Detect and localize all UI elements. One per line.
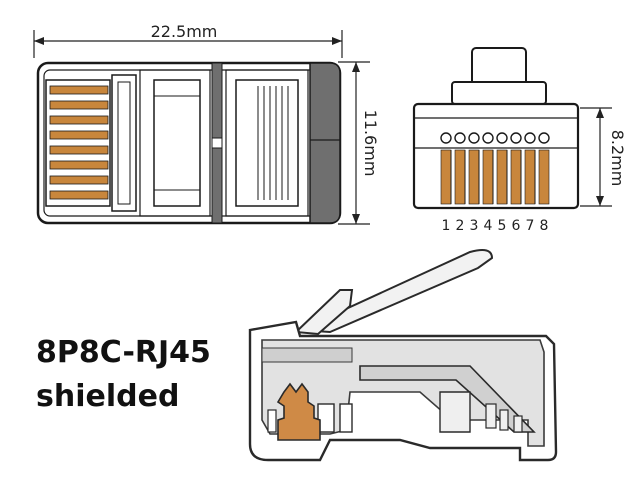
length-dimension-label: 22.5mm (151, 22, 218, 41)
side-contacts (49, 85, 109, 200)
height-dimension (338, 61, 370, 225)
side-rear-cap (309, 62, 341, 224)
side-contact-block (45, 79, 111, 207)
pin-number: 1 (442, 218, 451, 234)
front-height-dimension (580, 107, 612, 207)
pin-number: 6 (512, 218, 521, 234)
pin-number: 8 (540, 218, 549, 234)
product-label-line2: shielded (36, 379, 180, 414)
length-dimension (33, 30, 343, 58)
side-view: 22.5mm 11.6mm (33, 22, 380, 225)
pin-number: 2 (456, 218, 465, 234)
front-pin-holes (440, 132, 550, 144)
pin-number: 4 (484, 218, 493, 234)
pin-number: 5 (498, 218, 507, 234)
pin-number: 7 (526, 218, 535, 234)
section-contact-blade (276, 382, 321, 441)
cross-section-view (248, 249, 558, 462)
front-view: 1 2 3 4 5 6 7 8 8.2mm (412, 47, 627, 234)
latch-arm (299, 249, 494, 334)
pin-number: 3 (470, 218, 479, 234)
front-contacts (440, 149, 550, 205)
height-dimension-label: 11.6mm (361, 110, 380, 177)
front-height-dimension-label: 8.2mm (608, 130, 627, 187)
front-body (412, 102, 580, 210)
pin-numbers: 1 2 3 4 5 6 7 8 (442, 218, 549, 234)
product-label-line1: 8P8C-RJ45 (36, 335, 211, 370)
